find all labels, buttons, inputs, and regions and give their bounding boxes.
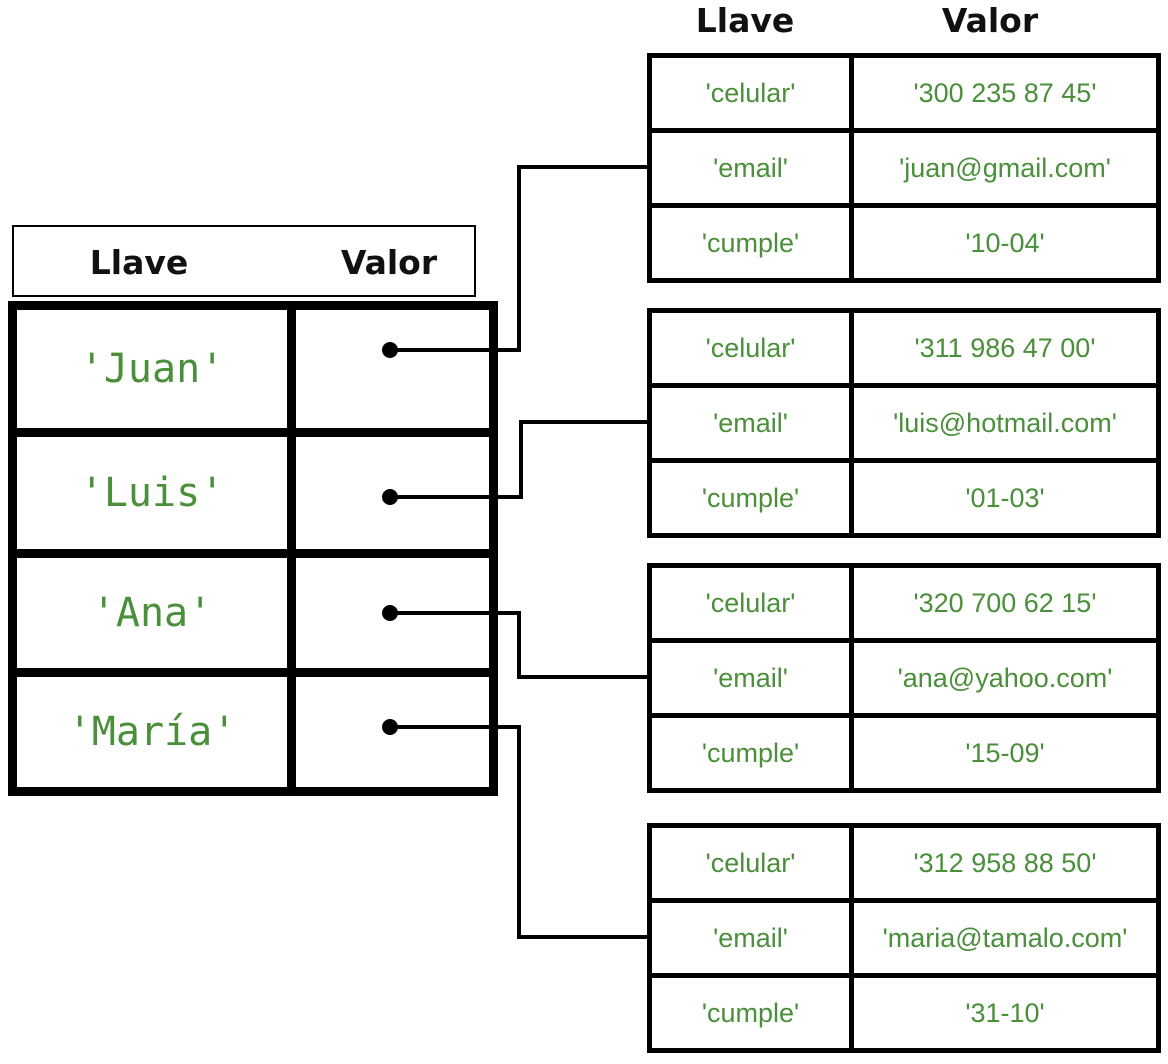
inner-value-cell: 'maria@tamalo.com' [882, 922, 1128, 953]
right-header-key: Llave [695, 1, 795, 40]
inner-key-cell: 'celular' [652, 58, 854, 128]
outer-row: 'Ana' [17, 558, 489, 677]
inner-value-cell: '311 986 47 00' [914, 332, 1096, 363]
inner-value-cell: '300 235 87 45' [913, 77, 1097, 108]
inner-value-cell: '10-04' [965, 227, 1045, 258]
inner-key-cell: 'email' [652, 388, 854, 458]
inner-row: 'celular' '312 958 88 50' [652, 828, 1156, 903]
inner-row: 'cumple' '15-09' [652, 718, 1156, 788]
inner-key-cell: 'email' [652, 643, 854, 713]
connector-juan [390, 165, 650, 352]
inner-value-cell: 'juan@gmail.com' [899, 152, 1111, 183]
inner-value-cell: '320 700 62 15' [913, 587, 1097, 618]
outer-key-cell: 'María' [17, 677, 296, 787]
inner-row: 'cumple' '31-10' [652, 978, 1156, 1048]
inner-value-cell: '31-10' [965, 997, 1045, 1028]
inner-dictionary-luis: 'celular' '311 986 47 00' 'email' 'luis@… [647, 308, 1161, 538]
inner-key-cell: 'cumple' [652, 463, 854, 533]
right-header-value: Valor [941, 1, 1039, 40]
reference-dot [382, 342, 398, 358]
inner-value-cell: 'luis@hotmail.com' [893, 407, 1117, 438]
connector-ana [390, 611, 650, 679]
reference-dot [382, 719, 398, 735]
connector-luis [390, 420, 650, 499]
inner-key-cell: 'celular' [652, 568, 854, 638]
inner-key-cell: 'email' [652, 133, 854, 203]
inner-key-cell: 'cumple' [652, 978, 854, 1048]
reference-dot [382, 605, 398, 621]
outer-key-cell: 'Ana' [17, 558, 296, 668]
inner-key-cell: 'celular' [652, 828, 854, 898]
inner-value-cell: '15-09' [965, 737, 1045, 768]
reference-dot [382, 489, 398, 505]
inner-key-cell: 'cumple' [652, 718, 854, 788]
left-header-value: Valor [340, 243, 438, 282]
inner-row: 'email' 'ana@yahoo.com' [652, 643, 1156, 718]
inner-row: 'email' 'luis@hotmail.com' [652, 388, 1156, 463]
inner-dictionary-maria: 'celular' '312 958 88 50' 'email' 'maria… [647, 823, 1161, 1053]
outer-key-cell: 'Juan' [17, 310, 296, 428]
left-header-key: Llave [89, 243, 189, 282]
outer-key-cell: 'Luis' [17, 437, 296, 549]
inner-row: 'email' 'maria@tamalo.com' [652, 903, 1156, 978]
inner-dictionary-ana: 'celular' '320 700 62 15' 'email' 'ana@y… [647, 563, 1161, 793]
inner-key-cell: 'cumple' [652, 208, 854, 278]
inner-row: 'email' 'juan@gmail.com' [652, 133, 1156, 208]
inner-row: 'celular' '320 700 62 15' [652, 568, 1156, 643]
inner-value-cell: '312 958 88 50' [913, 847, 1097, 878]
inner-row: 'cumple' '01-03' [652, 463, 1156, 533]
connector-maria [390, 725, 650, 939]
inner-row: 'celular' '300 235 87 45' [652, 58, 1156, 133]
inner-row: 'celular' '311 986 47 00' [652, 313, 1156, 388]
inner-key-cell: 'celular' [652, 313, 854, 383]
outer-row: 'Luis' [17, 437, 489, 558]
left-table-header: Llave Valor [12, 225, 476, 297]
inner-row: 'cumple' '10-04' [652, 208, 1156, 278]
outer-row: 'María' [17, 677, 489, 787]
inner-dictionary-juan: 'celular' '300 235 87 45' 'email' 'juan@… [647, 53, 1161, 283]
inner-value-cell: 'ana@yahoo.com' [897, 662, 1113, 693]
outer-row: 'Juan' [17, 310, 489, 437]
inner-value-cell: '01-03' [965, 482, 1045, 513]
outer-dictionary-table: 'Juan' 'Luis' 'Ana' 'María' [8, 301, 498, 796]
inner-key-cell: 'email' [652, 903, 854, 973]
